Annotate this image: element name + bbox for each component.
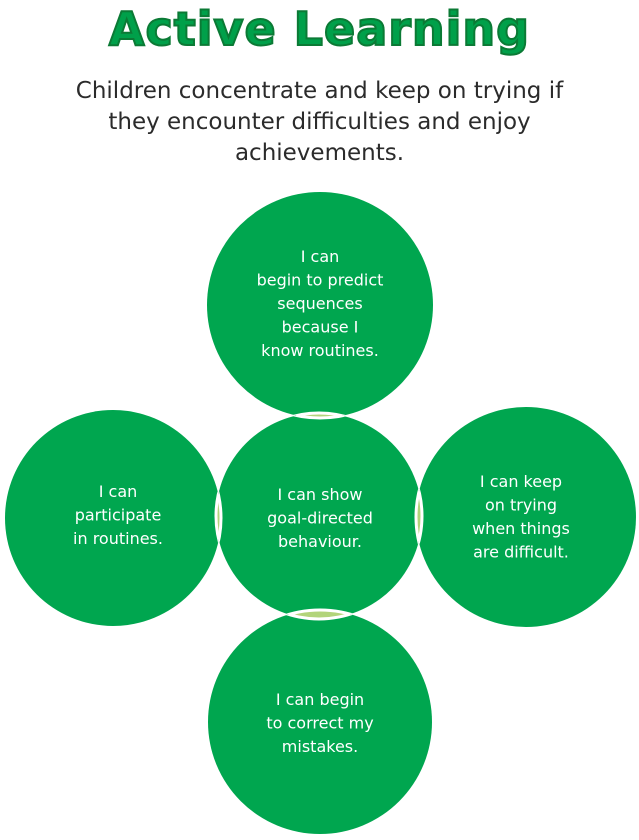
overlap-outline-right xyxy=(414,413,422,619)
overlap-outline-bottom xyxy=(216,608,422,619)
circle-right-text-line: on trying xyxy=(485,496,557,515)
center-outline-bottom xyxy=(214,610,424,621)
overlap-outline-left xyxy=(216,413,223,619)
circle-top-text-line: I can xyxy=(301,247,340,266)
circle-left xyxy=(5,410,221,626)
circle-top-text-line: know routines. xyxy=(261,341,379,360)
circle-center-text-line: I can show xyxy=(278,485,363,504)
circle-top-text-line: because I xyxy=(282,318,359,337)
center-outline-left xyxy=(214,411,221,621)
overlap-outline-top xyxy=(216,413,422,420)
circle-left-text-line: in routines. xyxy=(73,529,163,548)
circle-right-text-line: are difficult. xyxy=(473,543,569,562)
circle-right-text-line: I can keep xyxy=(480,472,562,491)
circle-left-text-line: I can xyxy=(99,482,138,501)
circle-bottom xyxy=(208,610,432,834)
circle-right xyxy=(416,407,636,627)
circle-top-text-line: sequences xyxy=(277,294,362,313)
circle-center xyxy=(216,413,422,619)
center-outline-right xyxy=(416,411,424,621)
center-outline-top xyxy=(214,411,424,418)
circle-top xyxy=(207,192,433,418)
circle-left-text-line: participate xyxy=(75,506,162,525)
page-title: Active Learning xyxy=(108,1,531,57)
circle-center-text-line: goal-directed xyxy=(267,509,373,528)
circle-bottom-text-line: I can begin xyxy=(276,690,364,709)
circle-bottom-text-line: to correct my xyxy=(266,714,373,733)
circle-bottom-text-line: mistakes. xyxy=(282,737,358,756)
circle-right-text-line: when things xyxy=(472,519,570,538)
circle-center-text-line: behaviour. xyxy=(278,532,362,551)
circle-top-text-line: begin to predict xyxy=(257,271,384,290)
page-subtitle: Children concentrate and keep on trying … xyxy=(75,78,564,166)
